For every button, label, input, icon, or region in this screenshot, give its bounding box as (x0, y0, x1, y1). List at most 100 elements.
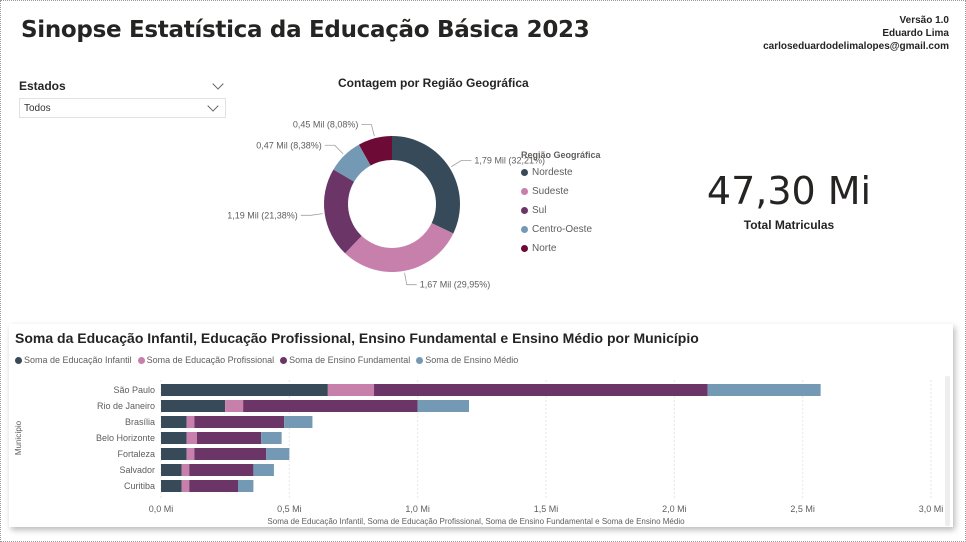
bar-segment[interactable] (253, 464, 274, 476)
bar-segment[interactable] (374, 384, 708, 396)
bar-segment[interactable] (194, 448, 267, 460)
bar-segment[interactable] (181, 480, 190, 492)
bar-legend-item[interactable]: Soma de Ensino Médio (416, 355, 518, 365)
bar-segment[interactable] (189, 480, 238, 492)
donut-slice-sudeste[interactable] (345, 223, 454, 272)
legend-label: Nordeste (532, 167, 573, 178)
x-axis-title: Soma de Educação Infantil, Soma de Educa… (267, 517, 685, 526)
donut-data-label: 0,45 Mil (8,08%) (293, 120, 359, 130)
bar-segment[interactable] (186, 416, 195, 428)
bar-segment[interactable] (161, 384, 328, 396)
bar-segment[interactable] (186, 448, 195, 460)
legend-label: Norte (532, 243, 557, 254)
donut-data-label: 1,67 Mil (29,95%) (420, 280, 491, 290)
legend-dot (280, 356, 288, 364)
x-tick-label: 1,5 Mi (534, 504, 559, 514)
legend-item-sul[interactable]: Sul (521, 205, 546, 216)
legend-label: Soma de Educação Profissional (146, 355, 275, 365)
legend-dot (521, 207, 528, 214)
legend-dot (137, 356, 145, 364)
category-label: Curitiba (124, 481, 155, 491)
x-tick-label: 0,5 Mi (277, 504, 302, 514)
slicer-header: Estados (19, 77, 226, 95)
donut-legend-title: Região Geográfica (521, 150, 601, 160)
category-label: Salvador (119, 465, 155, 475)
legend-item-nordeste[interactable]: Nordeste (521, 167, 573, 178)
author-text: Eduardo Lima (882, 28, 949, 39)
bar-segment[interactable] (243, 400, 418, 412)
donut-leader-line (324, 144, 344, 155)
bar-segment[interactable] (194, 416, 285, 428)
donut-leader-line (300, 213, 323, 216)
slicer-label: Estados (19, 79, 66, 93)
x-tick-label: 2,5 Mi (790, 504, 815, 514)
bar-segment[interactable] (238, 480, 254, 492)
kpi-total-value: 47,30 Mi (706, 169, 872, 213)
bar-segment[interactable] (225, 400, 244, 412)
bar-segment[interactable] (266, 448, 290, 460)
bar-segment[interactable] (196, 432, 262, 444)
legend-dot (521, 226, 528, 233)
bar-segment[interactable] (189, 464, 254, 476)
legend-dot (416, 356, 424, 364)
category-label: Fortaleza (117, 449, 155, 459)
legend-item-sudeste[interactable]: Sudeste (521, 186, 569, 197)
slicer-dropdown[interactable]: Todos (19, 98, 226, 118)
bar-segment[interactable] (161, 464, 182, 476)
bar-segment[interactable] (161, 400, 226, 412)
legend-item-centro-oeste[interactable]: Centro-Oeste (521, 224, 592, 235)
category-label: Belo Horizonte (96, 433, 155, 443)
bar-chart-card: Soma da Educação Infantil, Educação Prof… (9, 324, 953, 527)
bar-legend-item[interactable]: Soma de Educação Profissional (137, 355, 275, 365)
bar-segment[interactable] (261, 432, 282, 444)
category-label: Brasília (125, 417, 155, 427)
bar-segment[interactable] (284, 416, 313, 428)
bar-segment[interactable] (186, 432, 197, 444)
legend-dot (15, 356, 22, 364)
bar-segment[interactable] (161, 432, 187, 444)
legend-label: Sul (532, 205, 547, 216)
legend-dot (521, 169, 528, 176)
donut-slice-centro-oeste[interactable] (333, 144, 371, 182)
bar-legend-item[interactable]: Soma de Ensino Fundamental (280, 355, 410, 365)
donut-data-label: 0,47 Mil (8,38%) (256, 140, 322, 150)
donut-chart-title: Contagem por Região Geográfica (338, 76, 529, 90)
estados-slicer[interactable]: Estados Todos (19, 77, 226, 118)
donut-slice-norte[interactable] (358, 136, 392, 166)
category-label: Rio de Janeiro (97, 401, 155, 411)
bar-chart-scrollbar[interactable] (945, 376, 950, 526)
bar-segment[interactable] (327, 384, 375, 396)
donut-leader-line (451, 159, 472, 168)
legend-dot (521, 245, 528, 252)
bar-segment[interactable] (181, 464, 190, 476)
version-text: Versão 1.0 (899, 15, 949, 26)
x-tick-label: 2,0 Mi (662, 504, 687, 514)
legend-item-norte[interactable]: Norte (521, 243, 556, 254)
email-text: carloseduardodelimalopes@gmail.com (763, 41, 949, 52)
bar-legend-item[interactable]: Soma de Educação Infantil (15, 355, 132, 365)
bar-segment[interactable] (161, 448, 187, 460)
legend-label: Centro-Oeste (532, 224, 593, 235)
category-label: São Paulo (113, 385, 155, 395)
legend-label: Sudeste (532, 186, 569, 197)
donut-slice-nordeste[interactable] (392, 136, 460, 234)
slicer-value: Todos (24, 102, 51, 114)
donut-leader-line (361, 124, 375, 137)
donut-data-label: 1,19 Mil (21,38%) (227, 210, 298, 220)
legend-dot (521, 188, 528, 195)
kpi-total-label: Total Matriculas (743, 218, 835, 232)
bar-segment[interactable] (161, 480, 182, 492)
report-meta: Versão 1.0 Eduardo Lima carloseduardodel… (763, 14, 949, 53)
donut-data-label: 1,79 Mil (32,21%) (474, 155, 545, 165)
legend-label: Soma de Ensino Médio (425, 355, 519, 365)
bar-segment[interactable] (707, 384, 821, 396)
donut-chart[interactable]: 1,79 Mil (32,21%) 1,67 Mil (29,95%) 1,19 M… (1, 1, 966, 321)
legend-label: Soma de Educação Infantil (24, 355, 132, 365)
bar-chart-legend: Soma de Educação Infantil Soma de Educaçã… (15, 355, 524, 365)
bar-segment[interactable] (417, 400, 469, 412)
donut-slice-sul[interactable] (324, 169, 362, 254)
bar-segment[interactable] (161, 416, 187, 428)
page-title: Sinopse Estatística da Educação Básica 2… (21, 17, 590, 43)
